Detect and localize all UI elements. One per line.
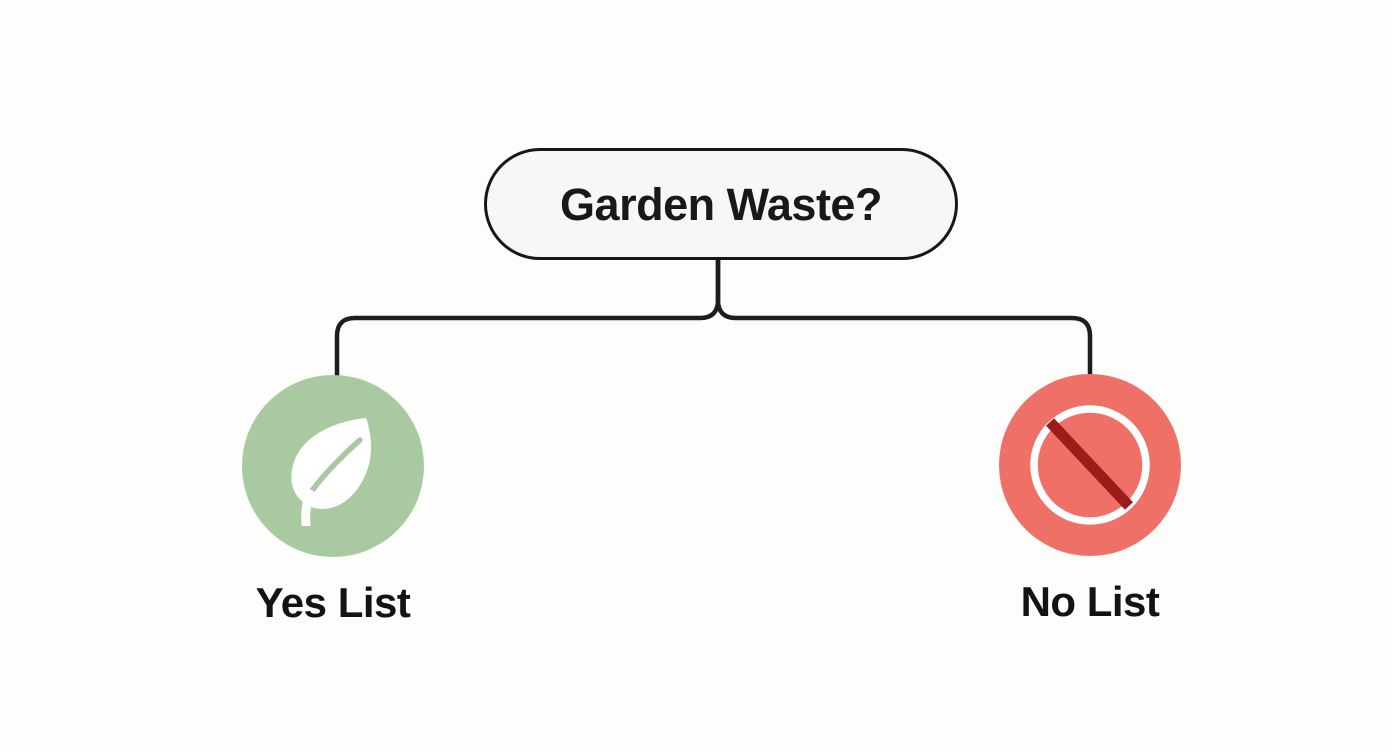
no-icon-badge[interactable]	[999, 374, 1181, 556]
yes-icon-badge[interactable]	[242, 375, 424, 557]
branch-label-no: No List	[1020, 578, 1160, 625]
connector-path-right	[715, 256, 1093, 381]
prohibited-icon	[1030, 405, 1150, 525]
connector-path-left	[334, 256, 721, 381]
branch-label-yes: Yes List	[255, 579, 411, 626]
leaf-icon	[291, 418, 372, 526]
decision-node-garden-waste[interactable]: Garden Waste?	[484, 148, 958, 260]
branch-node-no[interactable]: No List	[960, 374, 1220, 623]
branch-node-yes[interactable]: Yes List	[203, 375, 463, 624]
decision-node-label: Garden Waste?	[560, 178, 882, 230]
